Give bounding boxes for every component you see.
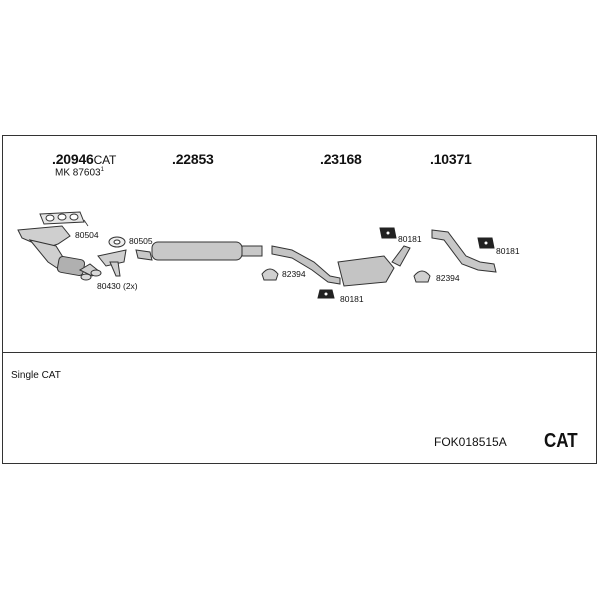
- label-hanger-80181-top[interactable]: 80181: [398, 234, 422, 244]
- u-clamp-icon: [414, 271, 430, 282]
- gasket-icon: [109, 237, 125, 247]
- rubber-hanger-icon: [478, 238, 494, 248]
- kit-code: FOK018515A: [434, 435, 507, 449]
- diagram-frame: [2, 135, 597, 464]
- kit-type-badge: CAT: [544, 430, 578, 452]
- rubber-hanger-icon: [380, 228, 396, 238]
- u-clamp-icon: [262, 269, 278, 280]
- tail-pipe-icon: [432, 230, 496, 272]
- front-pipe-icon: [136, 242, 262, 260]
- label-gasket-80505[interactable]: 80505: [129, 236, 153, 246]
- middle-silencer-icon: [272, 246, 410, 286]
- variant-label: Single CAT: [11, 370, 61, 381]
- label-hanger-80181-bottom[interactable]: 80181: [340, 294, 364, 304]
- part-number-middle-silencer[interactable]: .23168: [320, 151, 362, 167]
- part-number-catalyst[interactable]: .20946CAT: [52, 151, 117, 167]
- part-number-tail-pipe[interactable]: .10371: [430, 151, 472, 167]
- front-bracket-icon: [98, 250, 126, 276]
- label-clamp-82394-right[interactable]: 82394: [436, 273, 460, 283]
- section-divider: [2, 352, 597, 353]
- mounting-kit-number[interactable]: MK 876031: [55, 167, 104, 179]
- label-hanger-80181-right[interactable]: 80181: [496, 246, 520, 256]
- label-clamp-80430[interactable]: 80430 (2x): [97, 281, 138, 291]
- label-clamp-82394-left[interactable]: 82394: [282, 269, 306, 279]
- clamp-icon: [81, 270, 101, 280]
- catalyst-manifold-icon: [18, 226, 100, 276]
- part-number-front-pipe[interactable]: .22853: [172, 151, 214, 167]
- rubber-hanger-icon: [318, 290, 334, 298]
- label-gasket-80504[interactable]: 80504: [75, 230, 99, 240]
- manifold-gasket-icon: [40, 212, 84, 224]
